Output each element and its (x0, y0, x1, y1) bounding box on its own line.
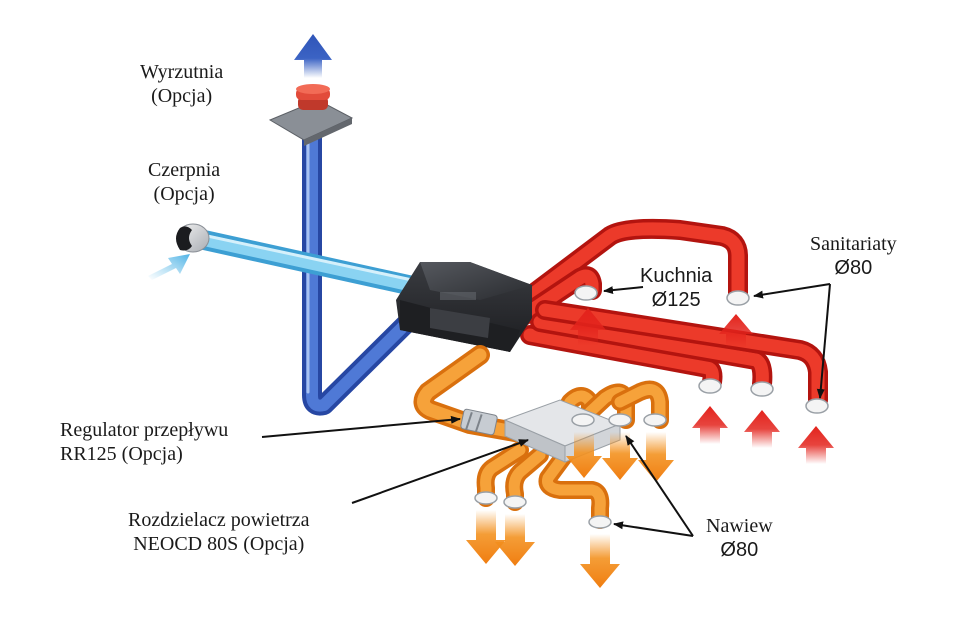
label-regulator-line1: Regulator przepływu (60, 419, 229, 441)
label-sanitariaty: Sanitariaty Ø80 (810, 232, 897, 280)
roof-outlet (268, 84, 354, 146)
intake-hood (176, 223, 210, 253)
extract-ducts (510, 218, 828, 410)
intake-duct (185, 228, 450, 302)
label-nawiew-line1: Nawiew (706, 515, 773, 537)
label-kuchnia-line1: Kuchnia (640, 265, 713, 287)
label-regulator: Regulator przepływu RR125 (Opcja) (60, 418, 228, 466)
label-wyrzutnia: Wyrzutnia (Opcja) (140, 60, 223, 108)
exhaust-arrow-up (294, 34, 332, 78)
label-sanitariaty-line2: Ø80 (834, 257, 873, 279)
label-nawiew-line2: Ø80 (720, 539, 759, 561)
label-rozdzielacz-line1: Rozdzielacz powietrza (128, 509, 310, 531)
label-rozdzielacz: Rozdzielacz powietrza NEOCD 80S (Opcja) (128, 508, 310, 556)
label-regulator-line2: RR125 (Opcja) (60, 443, 183, 465)
ventilation-unit (396, 262, 532, 352)
label-rozdzielacz-line2: NEOCD 80S (Opcja) (133, 533, 305, 555)
label-czerpnia-line1: Czerpnia (148, 159, 221, 181)
label-wyrzutnia-line1: Wyrzutnia (140, 61, 224, 83)
flow-regulator (460, 408, 498, 436)
label-nawiew: Nawiew Ø80 (706, 514, 773, 562)
supply-grilles (474, 413, 667, 529)
label-wyrzutnia-line2: (Opcja) (151, 85, 213, 107)
extract-arrows (570, 308, 834, 464)
extract-grilles (574, 285, 829, 414)
label-czerpnia: Czerpnia (Opcja) (148, 158, 220, 206)
label-czerpnia-line2: (Opcja) (153, 183, 215, 205)
supply-ducts (413, 345, 669, 529)
label-kuchnia: Kuchnia Ø125 (640, 264, 712, 312)
label-sanitariaty-line1: Sanitariaty (810, 233, 897, 255)
leader-lines (261, 283, 831, 537)
intake-arrow (148, 254, 190, 280)
supply-arrows (466, 432, 674, 588)
label-kuchnia-line2: Ø125 (651, 289, 701, 311)
